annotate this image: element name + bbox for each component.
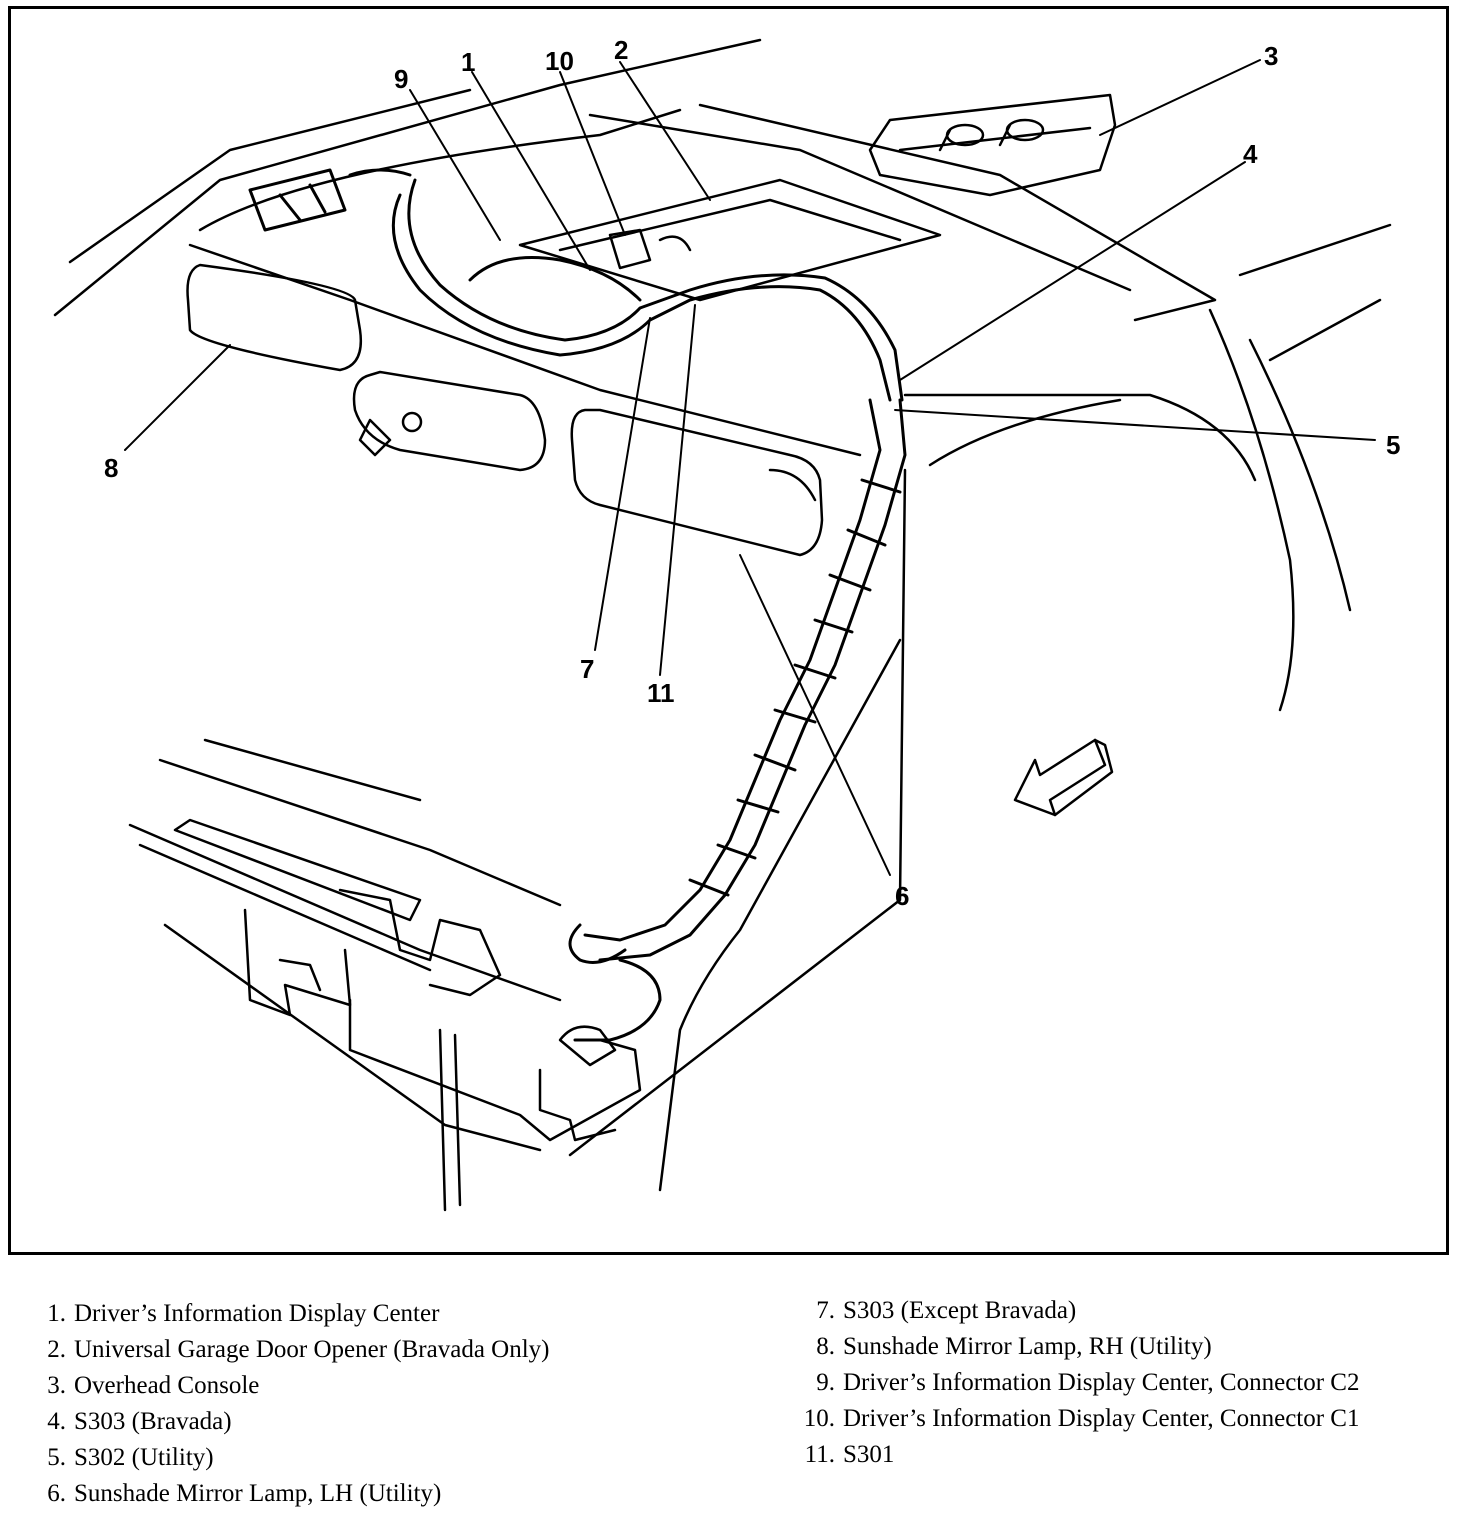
legend-number: 3. (47, 1372, 66, 1399)
legend-number: 11. (804, 1441, 835, 1468)
legend-item: 11. S301 (798, 1437, 1359, 1473)
legend-text: S301 (843, 1441, 895, 1468)
legend-text: Universal Garage Door Opener (Bravada On… (74, 1336, 550, 1363)
callout-1: 1 (461, 47, 476, 77)
overhead-console (868, 93, 1117, 197)
callout-9: 9 (394, 64, 409, 94)
legend-number: 9. (816, 1369, 835, 1396)
callout-2: 2 (614, 35, 629, 65)
legend-item: 9. Driver’s Information Display Center, C… (798, 1365, 1359, 1401)
legend-number: 2. (47, 1336, 66, 1363)
legend-left: 1. Driver’s Information Display Center 2.… (40, 1296, 550, 1512)
callout-6: 6 (895, 881, 910, 911)
roof-outline (53, 38, 1392, 1192)
legend-number: 8. (816, 1333, 835, 1360)
legend-item: 10. Driver’s Information Display Center, … (798, 1401, 1360, 1437)
wiring-illustration (53, 38, 1392, 1212)
legend-number: 4. (47, 1408, 66, 1435)
roof-panel (518, 178, 942, 302)
sunshade-rh (186, 263, 363, 372)
legend-text: S302 (Utility) (74, 1444, 214, 1471)
legend-right: 7. S303 (Except Bravada) 8. Sunshade Mirro… (798, 1293, 1360, 1473)
callout-3: 3 (1264, 41, 1279, 71)
callout-10: 10 (545, 46, 574, 76)
legend-text: Driver’s Information Display Center, Con… (843, 1369, 1360, 1396)
legend-text: Overhead Console (74, 1372, 260, 1399)
rearview-mirror (352, 370, 547, 472)
legend-number: 5. (47, 1444, 66, 1471)
legend-text: Driver’s Information Display Center, Con… (843, 1405, 1360, 1432)
front-arrow-icon (1013, 738, 1114, 817)
legend-number: 1. (47, 1300, 66, 1327)
dash-structure (128, 738, 642, 1212)
callout-5: 5 (1386, 430, 1401, 460)
diagram-frame (8, 6, 1449, 1255)
leader-lines (124, 59, 1376, 876)
callout-11: 11 (647, 678, 675, 708)
legend-item: 7. S303 (Except Bravada) (798, 1293, 1359, 1329)
callout-4: 4 (1243, 139, 1258, 169)
legend-text: Sunshade Mirror Lamp, LH (Utility) (74, 1480, 442, 1507)
legend-text: S303 (Except Bravada) (843, 1297, 1077, 1324)
header-harness (248, 168, 904, 402)
legend-item: 1. Driver’s Information Display Center (40, 1296, 550, 1332)
sunshade-lh (570, 408, 824, 557)
legend-number: 10. (803, 1405, 835, 1432)
legend-text: Sunshade Mirror Lamp, RH (Utility) (843, 1333, 1212, 1360)
legend-item: 8. Sunshade Mirror Lamp, RH (Utility) (798, 1329, 1359, 1365)
legend-item: 3. Overhead Console (40, 1368, 550, 1404)
callout-7: 7 (580, 654, 595, 684)
legend-item: 4. S303 (Bravada) (40, 1404, 550, 1440)
legend-number: 6. (47, 1480, 66, 1507)
legend-text: S303 (Bravada) (74, 1408, 232, 1435)
legend-text: Driver’s Information Display Center (74, 1300, 440, 1327)
legend-item: 6. Sunshade Mirror Lamp, LH (Utility) (40, 1476, 550, 1512)
legend-item: 2. Universal Garage Door Opener (Bravada … (40, 1332, 550, 1368)
legend-item: 5. S302 (Utility) (40, 1440, 550, 1476)
callout-8: 8 (104, 453, 119, 483)
pillar-harness (568, 398, 907, 1042)
legend-number: 7. (816, 1297, 835, 1324)
